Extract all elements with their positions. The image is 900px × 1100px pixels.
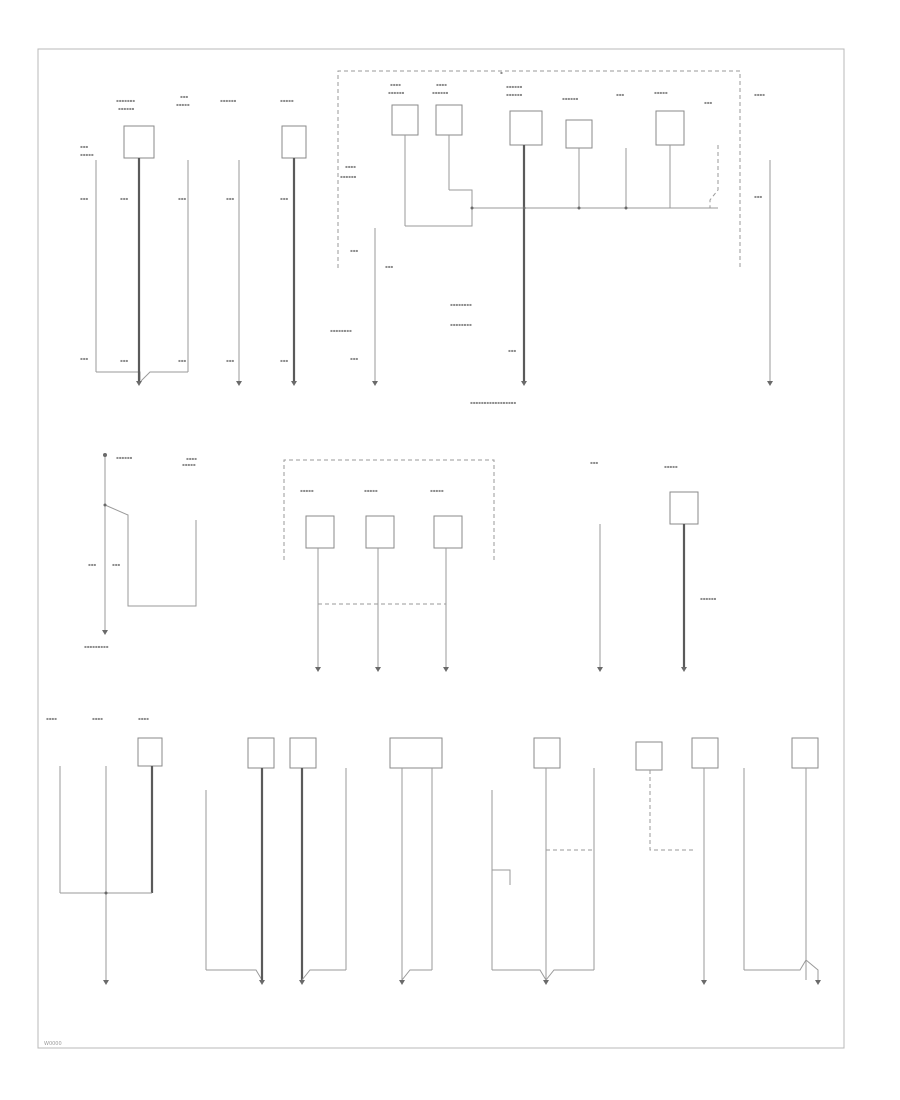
svg-text:▪▪▪▪▪: ▪▪▪▪▪ [182, 462, 196, 467]
svg-text:▪▪▪▪: ▪▪▪▪ [345, 164, 356, 169]
svg-text:▪▪▪: ▪▪▪ [226, 196, 234, 201]
svg-text:▪▪▪▪▪▪: ▪▪▪▪▪▪ [220, 98, 237, 103]
component-box: ▪▪▪▪▪▪▪▪ ▪▪▪ [280, 98, 307, 382]
svg-text:▪▪▪: ▪▪▪ [178, 196, 186, 201]
svg-text:▪▪▪: ▪▪▪ [280, 358, 288, 363]
svg-text:▪▪▪: ▪▪▪ [508, 348, 516, 353]
svg-text:▪▪▪: ▪▪▪ [350, 356, 358, 361]
ground-branch [289, 737, 347, 985]
svg-text:▪▪▪▪▪: ▪▪▪▪▪ [280, 98, 294, 103]
ground-branch: ▪▪▪ [590, 460, 603, 672]
svg-text:▪▪▪▪▪▪: ▪▪▪▪▪▪ [432, 90, 449, 95]
svg-text:▪▪▪▪▪▪▪▪: ▪▪▪▪▪▪▪▪ [450, 322, 472, 327]
svg-text:▪▪▪▪: ▪▪▪▪ [92, 716, 103, 721]
subsystem-boundary [283, 459, 495, 560]
component-box: ▪▪▪▪▪▪▪▪▪▪ [432, 82, 473, 226]
svg-text:▪▪▪▪: ▪▪▪▪ [46, 716, 57, 721]
svg-text:▪▪▪▪▪: ▪▪▪▪▪ [364, 488, 378, 493]
svg-text:▪▪▪: ▪▪▪ [180, 94, 188, 99]
svg-text:▪▪▪▪▪▪▪▪: ▪▪▪▪▪▪▪▪ [330, 328, 352, 333]
svg-text:▪▪▪: ▪▪▪ [616, 92, 624, 97]
svg-text:▪▪▪: ▪▪▪ [226, 358, 234, 363]
battery-branch: ▪▪▪▪▪▪ ▪▪▪▪▪▪ ▪▪▪▪▪▪▪▪▪ ▪▪▪▪▪▪▪▪▪ [84, 453, 197, 649]
component-box: ▪▪▪▪▪▪▪▪▪▪▪ [664, 464, 717, 672]
svg-text:▪▪▪▪: ▪▪▪▪ [390, 82, 401, 87]
svg-text:▪▪▪▪▪▪: ▪▪▪▪▪▪ [506, 92, 523, 97]
ground-branch: ▪▪▪▪▪▪ ▪▪▪▪▪▪▪▪ [139, 94, 190, 383]
svg-text:▪▪▪▪▪: ▪▪▪▪▪ [654, 90, 668, 95]
component-box: ▪▪▪▪▪ [430, 488, 463, 672]
ground-branch: ▪▪▪ [704, 100, 719, 208]
svg-text:▪▪▪▪▪: ▪▪▪▪▪ [300, 488, 314, 493]
svg-text:▪▪▪▪▪▪: ▪▪▪▪▪▪ [700, 596, 717, 601]
svg-text:▪▪▪▪: ▪▪▪▪ [754, 92, 765, 97]
ground-branch [205, 737, 275, 985]
ground-terminals: ▪▪▪▪▪▪▪▪▪▪▪▪▪▪▪▪▪ [136, 381, 773, 405]
ground-branch [635, 737, 719, 985]
svg-text:▪▪▪▪: ▪▪▪▪ [186, 456, 197, 461]
subsystem-boundary [337, 70, 741, 268]
svg-text:▪▪▪▪▪▪▪▪▪: ▪▪▪▪▪▪▪▪▪ [84, 644, 109, 649]
svg-text:▪▪▪: ▪▪▪ [80, 144, 88, 149]
svg-text:▪▪▪▪▪▪: ▪▪▪▪▪▪ [506, 84, 523, 89]
svg-text:▪▪▪: ▪▪▪ [120, 196, 128, 201]
svg-text:▪▪▪: ▪▪▪ [754, 194, 762, 199]
svg-text:▪▪▪: ▪▪▪ [88, 562, 96, 567]
svg-text:▪▪▪▪▪▪: ▪▪▪▪▪▪ [116, 455, 133, 460]
ground-branch: ▪▪▪▪▪▪▪ [754, 92, 771, 382]
svg-text:▪▪▪▪▪▪: ▪▪▪▪▪▪ [118, 106, 135, 111]
svg-text:▪: ▪ [500, 70, 503, 75]
component-box: ▪▪▪▪▪▪ [562, 96, 593, 210]
svg-text:▪▪▪: ▪▪▪ [80, 196, 88, 201]
ground-branch: ▪▪▪▪▪▪▪▪ ▪▪▪▪▪▪ [80, 144, 141, 380]
svg-text:▪▪▪▪▪▪: ▪▪▪▪▪▪ [340, 174, 357, 179]
ground-branch [491, 737, 595, 985]
svg-text:▪▪▪: ▪▪▪ [112, 562, 120, 567]
splice-point [470, 206, 474, 210]
svg-text:▪▪▪▪▪: ▪▪▪▪▪ [80, 152, 94, 157]
ground-branch: ▪▪▪▪ ▪▪▪▪ ▪▪▪▪ [46, 716, 163, 985]
component-box: ▪▪▪▪▪▪▪▪▪▪ [388, 82, 473, 227]
component-box: ▪▪▪▪▪▪▪▪▪▪▪▪▪ ▪▪▪▪▪▪ [116, 98, 155, 381]
svg-text:▪▪▪▪: ▪▪▪▪ [138, 716, 149, 721]
svg-text:▪▪▪▪▪▪: ▪▪▪▪▪▪ [388, 90, 405, 95]
footer-code: W0000 [44, 1041, 62, 1047]
svg-text:▪▪▪: ▪▪▪ [120, 358, 128, 363]
svg-text:▪▪▪▪: ▪▪▪▪ [436, 82, 447, 87]
component-box: ▪▪▪▪▪ [364, 488, 395, 672]
component-box: ▪▪▪▪▪▪ ▪▪▪▪▪▪ ▪▪▪▪▪▪▪▪ ▪▪▪▪▪▪▪▪ ▪▪▪ [450, 84, 543, 382]
ground-branch: ▪▪▪▪▪▪ ▪▪▪▪▪▪ [220, 98, 240, 382]
component-box [389, 737, 443, 985]
svg-text:▪▪▪▪▪▪▪: ▪▪▪▪▪▪▪ [116, 98, 135, 103]
svg-text:▪▪▪: ▪▪▪ [280, 196, 288, 201]
ground-branch: ▪▪▪▪▪▪ ▪▪▪▪▪▪▪▪▪▪▪ ▪▪▪▪▪▪▪▪▪▪ [330, 164, 393, 382]
ground-branch [743, 737, 821, 985]
component-box: ▪▪▪▪▪ [654, 90, 685, 208]
svg-text:▪▪▪▪▪: ▪▪▪▪▪ [176, 102, 190, 107]
svg-text:▪▪▪▪▪: ▪▪▪▪▪ [664, 464, 678, 469]
svg-text:▪▪▪: ▪▪▪ [590, 460, 598, 465]
svg-text:▪▪▪▪▪▪: ▪▪▪▪▪▪ [562, 96, 579, 101]
svg-text:▪▪▪▪▪▪▪▪: ▪▪▪▪▪▪▪▪ [450, 302, 472, 307]
diagram-frame [37, 48, 845, 1049]
svg-text:▪▪▪: ▪▪▪ [385, 264, 393, 269]
svg-text:▪▪▪▪▪: ▪▪▪▪▪ [430, 488, 444, 493]
svg-text:▪▪▪▪▪▪▪▪▪▪▪▪▪▪▪▪▪: ▪▪▪▪▪▪▪▪▪▪▪▪▪▪▪▪▪ [470, 400, 516, 405]
svg-text:▪▪▪: ▪▪▪ [178, 358, 186, 363]
component-box: ▪▪▪▪▪ [300, 488, 335, 672]
svg-text:▪▪▪: ▪▪▪ [80, 356, 88, 361]
svg-text:▪▪▪: ▪▪▪ [350, 248, 358, 253]
svg-text:▪▪▪: ▪▪▪ [704, 100, 712, 105]
ground-branch: ▪▪▪ [616, 92, 628, 210]
